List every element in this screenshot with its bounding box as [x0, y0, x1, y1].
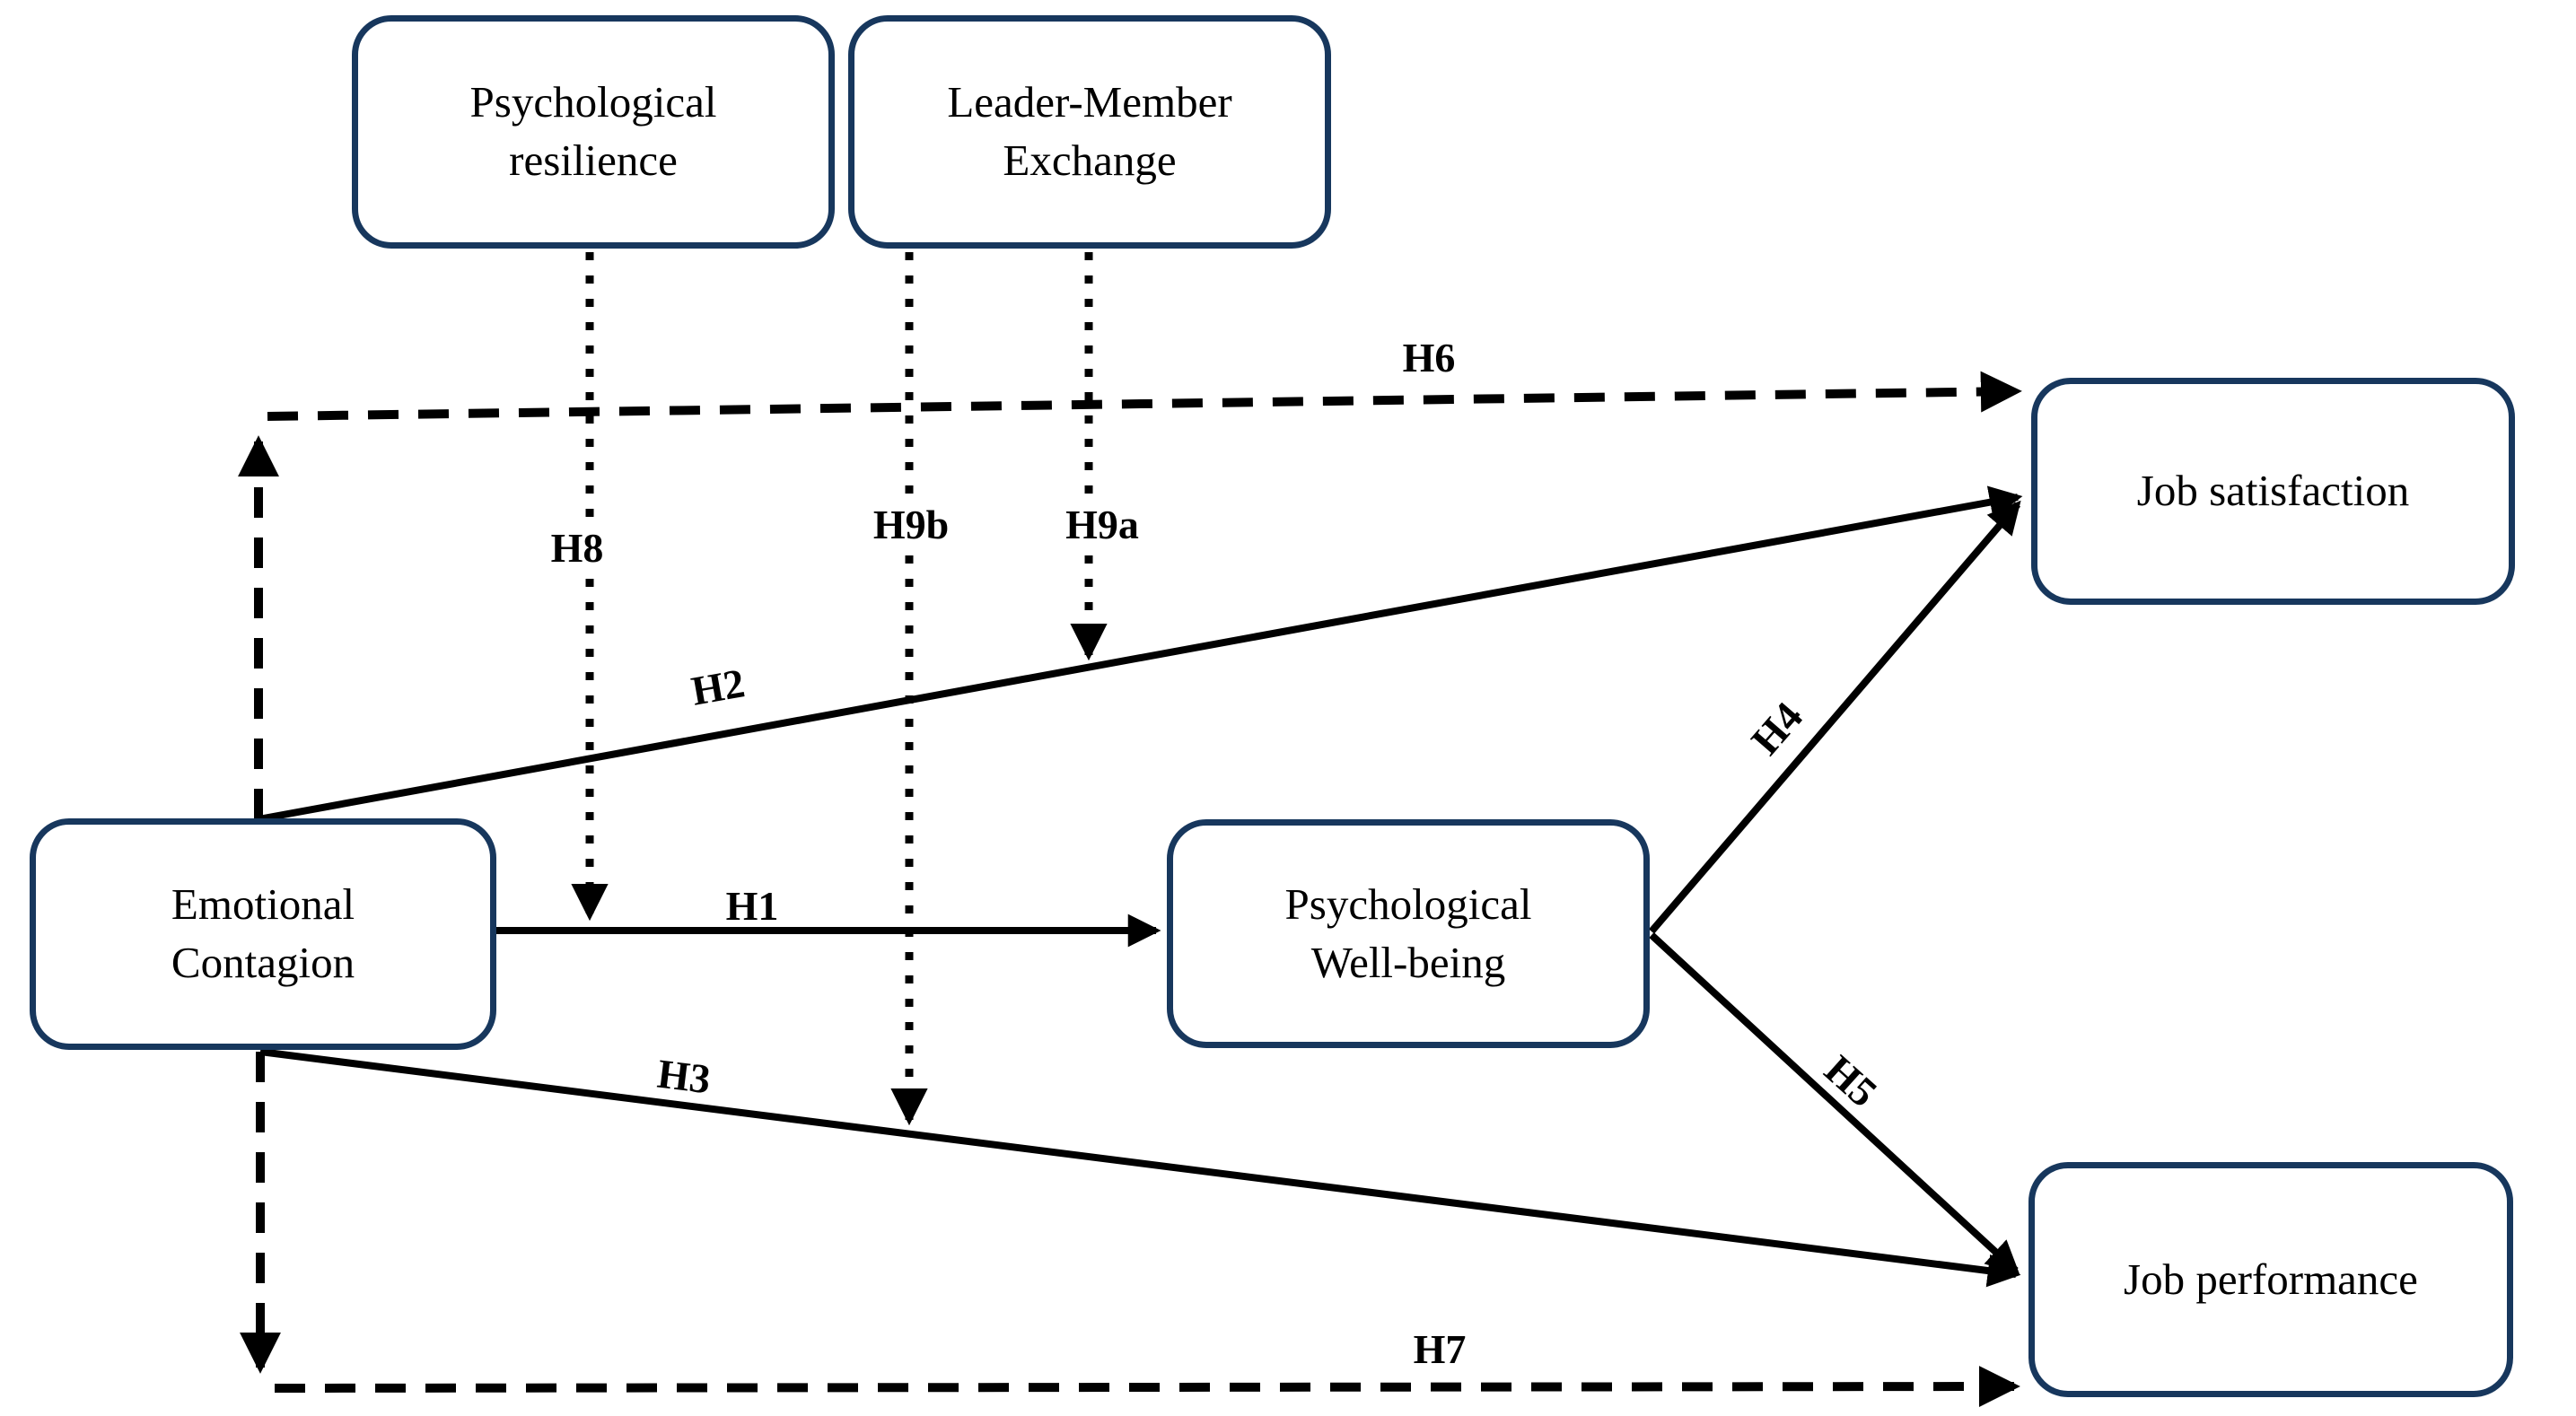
label-h1: H1 — [725, 883, 779, 929]
node-job-performance: Job performance — [2028, 1162, 2513, 1397]
node-emotional-contagion: Emotional Contagion — [30, 818, 496, 1050]
h5-arrow — [1649, 932, 2020, 1274]
label-h9b: H9b — [860, 497, 962, 553]
node-job-satisfaction: Job satisfaction — [2031, 378, 2515, 605]
node-leader-member-exchange: Leader-Member Exchange — [848, 15, 1331, 249]
h7-arrow-horizontal — [274, 1366, 2020, 1408]
node-psychological-well-being: Psychological Well-being — [1167, 819, 1650, 1048]
h3-arrow — [259, 1048, 2021, 1288]
h2-arrow — [258, 485, 2023, 823]
h6-arrow-horizontal — [267, 371, 2022, 421]
h4-arrow — [1648, 500, 2021, 934]
label-h9a: H9a — [1053, 497, 1152, 553]
node-psychological-resilience: Psychological resilience — [352, 15, 835, 249]
label-h3: H3 — [654, 1050, 714, 1103]
label-h7: H7 — [1413, 1326, 1467, 1372]
label-h2: H2 — [688, 660, 749, 714]
label-h8: H8 — [538, 520, 617, 576]
label-h6: H6 — [1402, 335, 1456, 380]
